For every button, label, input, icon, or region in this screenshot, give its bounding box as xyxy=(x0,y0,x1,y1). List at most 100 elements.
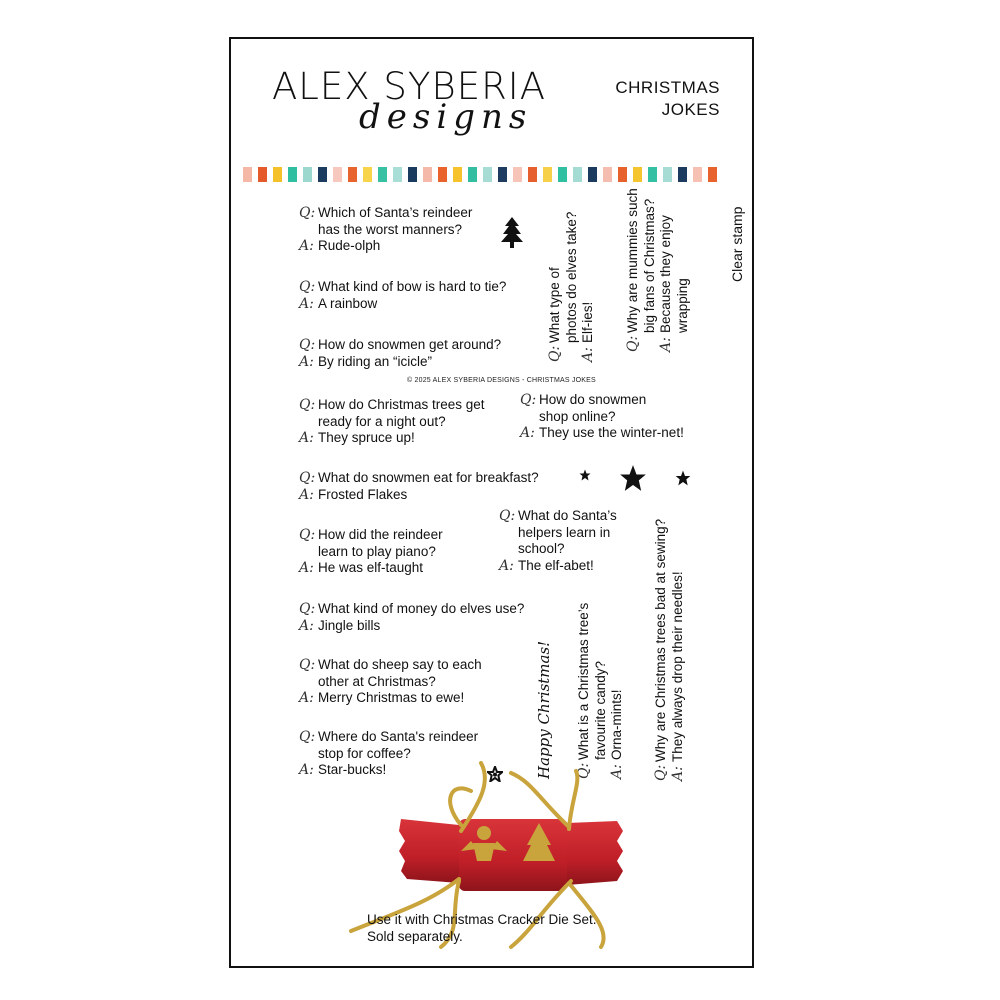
question-mark-label: Q xyxy=(520,392,539,409)
color-swatch xyxy=(513,167,522,182)
question-mark-label: Q xyxy=(299,470,318,487)
answer-mark-label: A xyxy=(520,425,539,442)
color-swatch xyxy=(663,167,672,182)
color-swatch xyxy=(618,167,627,182)
answer-text: Rude-olph xyxy=(318,238,381,253)
question-text: How do snowmen get around? xyxy=(318,337,502,352)
answer-mark-label: A xyxy=(299,487,318,504)
color-swatch xyxy=(483,167,492,182)
color-swatch xyxy=(243,167,252,182)
product-title: CHRISTMAS JOKES xyxy=(615,78,720,119)
question-text: shop online? xyxy=(539,408,616,424)
brand-subtitle: designs xyxy=(359,97,533,137)
joke: QWhat do snowmen eat for breakfast?AFros… xyxy=(299,470,539,503)
color-swatch xyxy=(333,167,342,182)
answer-text: Frosted Flakes xyxy=(318,486,408,502)
answer-mark-label: A xyxy=(299,296,318,313)
question-text: ready for a night out? xyxy=(318,413,446,429)
question-text: photos do elves take? xyxy=(563,211,579,343)
question-mark-label: Q xyxy=(299,729,318,746)
answer-text: Elf-ies! xyxy=(580,301,595,343)
color-swatch xyxy=(498,167,507,182)
question-text: school? xyxy=(518,541,565,556)
question-mark-label: Q xyxy=(547,343,564,362)
question-text: learn to play piano? xyxy=(318,543,436,559)
color-swatch xyxy=(543,167,552,182)
answer-text: Because they enjoy xyxy=(658,215,673,333)
question-text: Why are mummies such xyxy=(625,188,640,333)
joke: QWhat kind of bow is hard to tie?AA rain… xyxy=(299,279,506,312)
question-text: How do snowmen xyxy=(539,392,647,407)
answer-text: They use the winter-net! xyxy=(539,425,684,440)
question-mark-label: Q xyxy=(299,397,318,414)
color-swatch xyxy=(468,167,477,182)
question-mark-label: Q xyxy=(625,333,642,352)
question-text: What do Santa’s xyxy=(518,508,617,523)
answer-mark-label: A xyxy=(299,560,318,577)
color-swatch xyxy=(693,167,702,182)
color-swatch xyxy=(603,167,612,182)
answer-text: Jingle bills xyxy=(318,617,381,633)
question-text: What kind of bow is hard to tie? xyxy=(318,279,507,294)
question-mark-label: Q xyxy=(299,337,318,354)
christmas-cracker-image xyxy=(349,761,623,949)
snowflake-star-icon xyxy=(487,766,503,782)
answer-mark-label: A xyxy=(658,333,675,352)
color-strip xyxy=(243,167,717,182)
answer-text: By riding an “icicle” xyxy=(318,353,433,369)
color-swatch xyxy=(318,167,327,182)
question-mark-label: Q xyxy=(299,527,318,544)
question-text: stop for coffee? xyxy=(318,745,411,761)
question-text: What kind of money do elves use? xyxy=(318,601,525,616)
question-mark-label: Q xyxy=(299,657,318,674)
star-icon xyxy=(620,465,646,491)
clear-stamp-label: Clear stamp xyxy=(729,206,745,282)
answer-mark-label: A xyxy=(299,238,318,255)
color-swatch xyxy=(528,167,537,182)
answer-text: Orna-mints! xyxy=(609,689,624,760)
christmas-tree-icon xyxy=(501,217,523,248)
color-swatch xyxy=(453,167,462,182)
color-swatch xyxy=(273,167,282,182)
color-swatch xyxy=(288,167,297,182)
question-mark-label: Q xyxy=(299,205,318,222)
happy-christmas-text: Happy Christmas! xyxy=(535,640,553,779)
question-text: Where do Santa's reindeer xyxy=(318,729,479,744)
brand-name: ALEX SYBERIA xyxy=(272,65,547,108)
question-text: How do Christmas trees get xyxy=(318,397,485,412)
question-text: favourite candy? xyxy=(592,660,608,760)
question-text: has the worst manners? xyxy=(318,221,463,237)
answer-mark-label: A xyxy=(499,558,518,575)
joke: QHow do snowmen get around?ABy riding an… xyxy=(299,337,501,370)
color-swatch xyxy=(558,167,567,182)
question-text: other at Christmas? xyxy=(318,673,436,689)
answer-text: They spruce up! xyxy=(318,430,415,445)
answer-text: They always drop their needles! xyxy=(669,571,685,762)
question-text: Why are Christmas trees bad at sewing? xyxy=(653,518,668,762)
answer-text: Star-bucks! xyxy=(318,762,387,777)
question-text: What do sheep say to each xyxy=(318,657,482,672)
answer-mark-label: A xyxy=(299,354,318,371)
question-text: Which of Santa’s reindeer xyxy=(318,205,473,220)
question-mark-label: Q xyxy=(653,762,670,781)
color-swatch xyxy=(393,167,402,182)
color-swatch xyxy=(423,167,432,182)
joke: QWhy are Christmas trees bad at sewing?A… xyxy=(653,519,686,781)
joke: QWhat kind of money do elves use?AJingle… xyxy=(299,601,524,634)
color-swatch xyxy=(573,167,582,182)
answer-text: Merry Christmas to ewe! xyxy=(318,690,465,705)
color-swatch xyxy=(408,167,417,182)
color-swatch xyxy=(588,167,597,182)
color-swatch xyxy=(648,167,657,182)
answer-text: The elf-abet! xyxy=(518,557,594,573)
question-text: What type of xyxy=(547,267,562,343)
answer-mark-label: A xyxy=(299,430,318,447)
question-text: What is a Christmas tree’s xyxy=(576,602,591,760)
product-card: ALEX SYBERIA designs CHRISTMAS JOKES QWh… xyxy=(229,37,754,968)
question-text: How did the reindeer xyxy=(318,527,443,542)
